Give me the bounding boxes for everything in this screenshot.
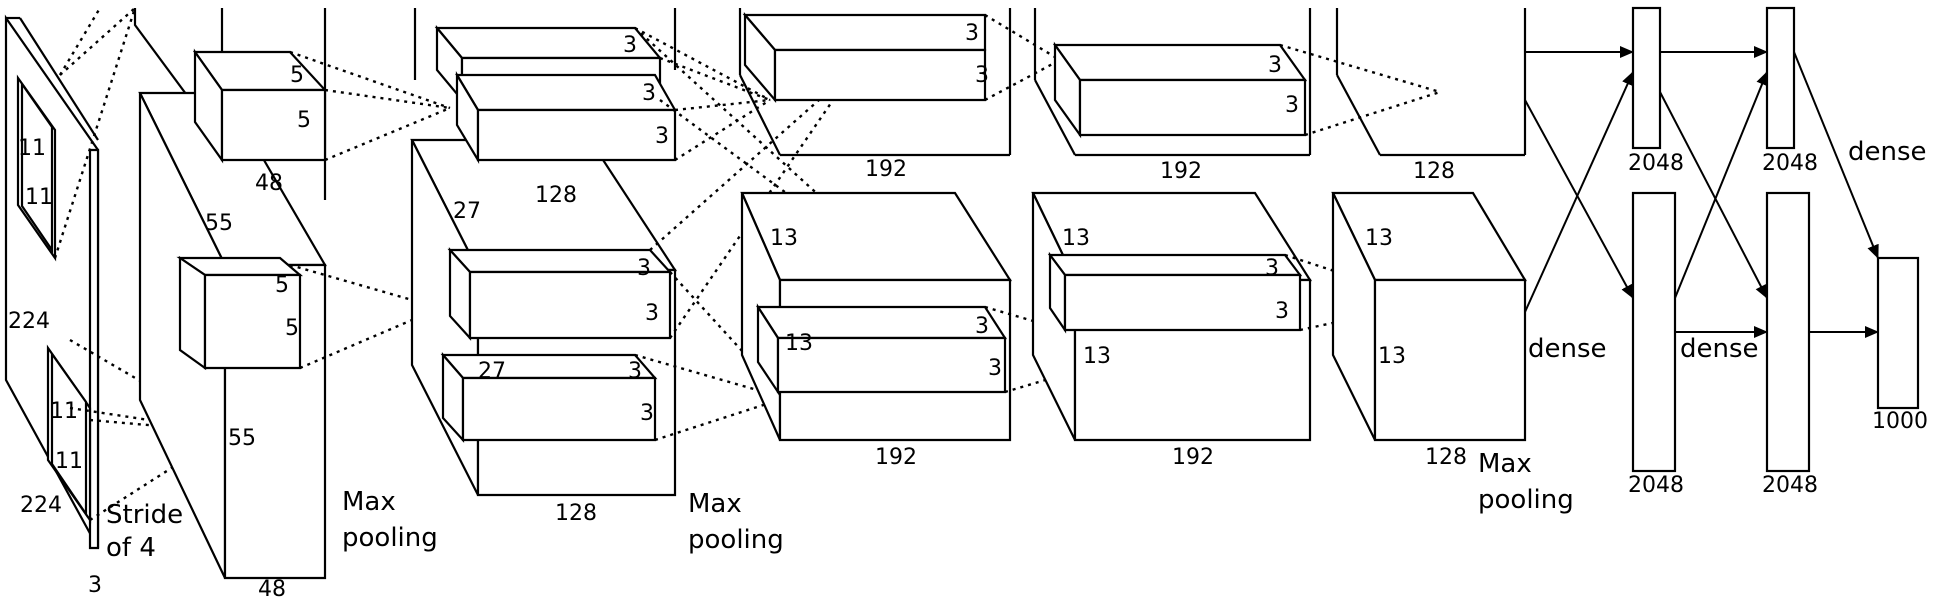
label-conv3-13b: 13 bbox=[785, 331, 813, 356]
label-conv1-size-a: 55 bbox=[205, 211, 233, 236]
label-dense-1: dense bbox=[1528, 334, 1607, 364]
label-kernel-5b: 5 bbox=[297, 108, 311, 133]
conv4-kernel-bottom bbox=[1047, 253, 1303, 277]
label-kernel-5c: 5 bbox=[275, 273, 289, 298]
label-output: 1000 bbox=[1872, 409, 1928, 434]
label-conv2-depth-bot: 128 bbox=[555, 501, 597, 526]
label-input-depth: 3 bbox=[88, 573, 102, 598]
label-conv2-k3d: 3 bbox=[637, 256, 651, 281]
label-dense-2: dense bbox=[1680, 334, 1759, 364]
label-fc6-top: 2048 bbox=[1628, 151, 1684, 176]
label-input-height: 224 bbox=[8, 309, 50, 334]
label-conv1-size-b: 55 bbox=[228, 426, 256, 451]
label-conv1-depth-top: 48 bbox=[255, 171, 283, 196]
conv2-layer bbox=[410, 8, 678, 497]
label-conv1-depth: 48 bbox=[258, 577, 286, 601]
input-layer bbox=[4, 14, 100, 550]
label-conv2-k3c: 3 bbox=[655, 124, 669, 149]
label-conv2-k3g: 3 bbox=[640, 401, 654, 426]
label-kernel-11b: 11 bbox=[25, 185, 53, 210]
label-fc7-bottom: 2048 bbox=[1762, 473, 1818, 498]
label-maxpool3-line1: Max bbox=[1478, 449, 1532, 479]
label-maxpool1-line1: Max bbox=[342, 487, 396, 517]
label-conv2-k3b: 3 bbox=[642, 81, 656, 106]
label-conv3-k3d: 3 bbox=[988, 356, 1002, 381]
label-maxpool3-line2: pooling bbox=[1478, 485, 1574, 515]
dense-arrows bbox=[1524, 46, 1879, 338]
label-fc6-bottom: 2048 bbox=[1628, 473, 1684, 498]
output-layer bbox=[1876, 256, 1920, 410]
label-kernel-11d: 11 bbox=[55, 449, 83, 474]
label-kernel-11c: 11 bbox=[50, 399, 78, 424]
conv3-layer bbox=[738, 8, 1012, 442]
label-dense-3: dense bbox=[1848, 137, 1927, 167]
fc7-top bbox=[1765, 6, 1796, 150]
label-fc7-top: 2048 bbox=[1762, 151, 1818, 176]
label-maxpool1-line2: pooling bbox=[342, 523, 438, 553]
label-conv3-k3a: 3 bbox=[965, 21, 979, 46]
label-conv4-depth-bot: 192 bbox=[1172, 445, 1214, 470]
label-conv4-k3c: 3 bbox=[1265, 256, 1279, 281]
label-conv3-13a: 13 bbox=[770, 226, 798, 251]
label-conv4-k3b: 3 bbox=[1285, 93, 1299, 118]
label-conv2-size-a: 27 bbox=[453, 199, 481, 224]
label-conv5-depth-top: 128 bbox=[1413, 159, 1455, 184]
label-conv3-depth-top: 192 bbox=[865, 157, 907, 182]
label-input-width: 224 bbox=[20, 493, 62, 518]
label-maxpool2-line2: pooling bbox=[688, 525, 784, 555]
label-kernel-5d: 5 bbox=[285, 316, 299, 341]
label-conv2-k3f: 3 bbox=[628, 359, 642, 384]
conv1-layer bbox=[133, 8, 328, 580]
label-stride-line2: of 4 bbox=[106, 533, 156, 563]
label-conv4-k3a: 3 bbox=[1268, 53, 1282, 78]
conv4-layer bbox=[1031, 8, 1312, 442]
label-conv3-k3b: 3 bbox=[975, 63, 989, 88]
label-conv4-k3d: 3 bbox=[1275, 299, 1289, 324]
label-conv3-k3c: 3 bbox=[975, 314, 989, 339]
fc6-top bbox=[1631, 6, 1662, 150]
label-conv2-depth-top: 128 bbox=[535, 183, 577, 208]
label-conv5-13b: 13 bbox=[1378, 344, 1406, 369]
label-conv4-13b: 13 bbox=[1083, 344, 1111, 369]
conv2-kernel-bot-2 bbox=[440, 353, 658, 380]
label-conv3-depth-bot: 192 bbox=[875, 445, 917, 470]
conv3-kernel-top bbox=[742, 13, 987, 52]
label-kernel-11a: 11 bbox=[18, 136, 46, 161]
fc7-bottom bbox=[1765, 191, 1811, 473]
fc6-bottom bbox=[1631, 191, 1677, 473]
label-conv5-13a: 13 bbox=[1365, 226, 1393, 251]
label-conv2-k3a: 3 bbox=[623, 33, 637, 58]
label-conv2-size-b: 27 bbox=[478, 359, 506, 384]
label-conv2-k3e: 3 bbox=[645, 301, 659, 326]
label-conv5-depth-bot: 128 bbox=[1425, 445, 1467, 470]
label-stride-line1: Stride bbox=[106, 500, 183, 530]
label-conv4-13a: 13 bbox=[1062, 226, 1090, 251]
label-kernel-5a: 5 bbox=[290, 63, 304, 88]
label-maxpool2-line1: Max bbox=[688, 489, 742, 519]
conv5-layer bbox=[1331, 8, 1527, 442]
label-conv4-depth-top: 192 bbox=[1160, 159, 1202, 184]
